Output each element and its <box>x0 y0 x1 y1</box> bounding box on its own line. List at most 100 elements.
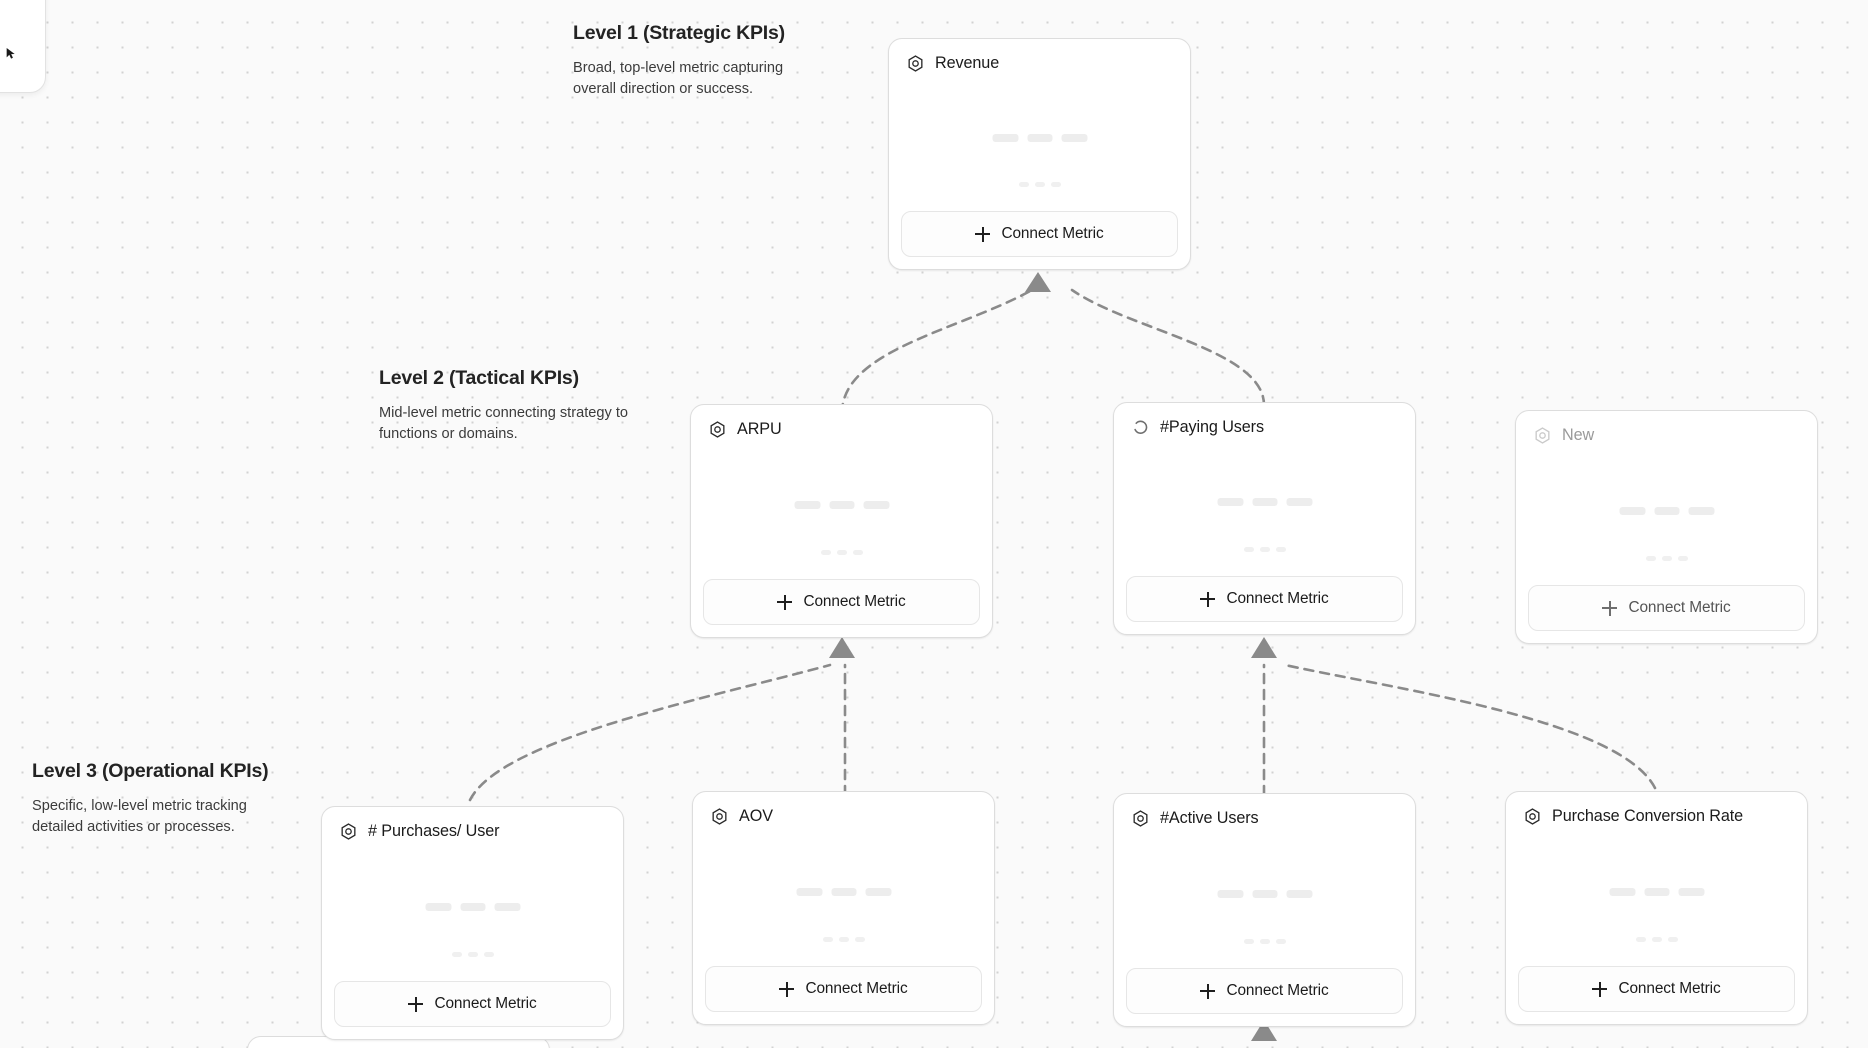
skeleton-bar <box>460 902 485 911</box>
connect-metric-button-aov[interactable]: Connect Metric <box>705 966 982 1012</box>
skeleton-dash <box>836 549 847 555</box>
connect-metric-label: Connect Metric <box>434 995 537 1012</box>
metric-card-purchase-conversion-rate[interactable]: Purchase Conversion Rate Connect Metric <box>1505 791 1808 1025</box>
level-1-label: Level 1 (Strategic KPIs) Broad, top-leve… <box>573 22 823 100</box>
skeleton-bar <box>494 902 520 911</box>
hexagon-target-icon <box>908 55 923 72</box>
skeleton-row-primary <box>794 500 889 509</box>
connect-metric-label: Connect Metric <box>1628 599 1731 616</box>
hexagon-target-icon <box>710 421 725 438</box>
plus-icon <box>777 594 793 610</box>
level-1-title: Level 1 (Strategic KPIs) <box>573 22 785 44</box>
skeleton-dash <box>1275 546 1286 552</box>
card-header-purchases-per-user: # Purchases/ User <box>322 807 623 841</box>
card-header-new: New <box>1516 411 1817 445</box>
card-body-purchase-conversion-rate <box>1506 826 1807 966</box>
skeleton-row-secondary <box>1243 546 1286 552</box>
card-body-purchases-per-user <box>322 841 623 981</box>
skeleton-bar <box>794 500 820 509</box>
skeleton-row-primary <box>425 902 520 911</box>
skeleton-bar <box>1217 498 1243 507</box>
hexagon-target-icon <box>1525 808 1540 825</box>
connect-metric-label: Connect Metric <box>803 593 906 610</box>
skeleton-dash <box>1677 555 1688 561</box>
connect-metric-label: Connect Metric <box>1226 982 1329 999</box>
metric-card-purchases-per-user[interactable]: # Purchases/ User Connect Metric <box>321 806 624 1040</box>
card-header-revenue: Revenue <box>889 39 1190 73</box>
metric-card-active-users[interactable]: #Active Users Connect Metric <box>1113 793 1416 1027</box>
level-3-label: Level 3 (Operational KPIs) Specific, low… <box>32 760 282 838</box>
connect-metric-button-paying-users[interactable]: Connect Metric <box>1126 576 1403 622</box>
cursor-pointer-icon <box>6 48 15 59</box>
connect-metric-button-arpu[interactable]: Connect Metric <box>703 579 980 625</box>
skeleton-dash <box>451 951 462 957</box>
metric-card-arpu[interactable]: ARPU Connect Metric <box>690 404 993 638</box>
level-2-title: Level 2 (Tactical KPIs) <box>379 367 579 389</box>
skeleton-dash <box>838 936 849 942</box>
skeleton-row-primary <box>796 887 891 896</box>
card-title-revenue: Revenue <box>935 54 1000 72</box>
metric-card-new[interactable]: New Connect Metric <box>1515 410 1818 644</box>
edge-purchases-arpu <box>468 663 832 802</box>
skeleton-dash <box>1259 546 1270 552</box>
plus-icon <box>1592 981 1608 997</box>
card-title-new: New <box>1562 426 1595 444</box>
plus-icon <box>975 226 991 242</box>
connect-metric-button-purchases-per-user[interactable]: Connect Metric <box>334 981 611 1027</box>
offscreen-panel-top-left[interactable] <box>0 0 46 93</box>
skeleton-dash <box>1034 182 1045 188</box>
skeleton-bar <box>1644 887 1669 896</box>
skeleton-bar <box>1252 889 1277 898</box>
skeleton-dash <box>1645 555 1656 561</box>
connect-metric-button-purchase-conversion-rate[interactable]: Connect Metric <box>1518 966 1795 1012</box>
skeleton-bar <box>831 887 856 896</box>
card-header-paying-users: #Paying Users <box>1114 403 1415 437</box>
edge-arpu-revenue <box>840 288 1034 415</box>
skeleton-dash <box>1661 555 1672 561</box>
metric-card-aov[interactable]: AOV Connect Metric <box>692 791 995 1025</box>
hexagon-target-icon <box>712 808 727 825</box>
card-header-aov: AOV <box>693 792 994 826</box>
skeleton-dash <box>1243 546 1254 552</box>
skeleton-bar <box>1609 887 1635 896</box>
skeleton-row-secondary <box>1243 938 1286 944</box>
connect-metric-label: Connect Metric <box>1001 225 1104 242</box>
hexagon-target-icon <box>341 823 356 840</box>
connect-metric-button-active-users[interactable]: Connect Metric <box>1126 968 1403 1014</box>
connect-metric-label: Connect Metric <box>805 980 908 997</box>
connect-metric-button-revenue[interactable]: Connect Metric <box>901 211 1178 257</box>
plus-icon <box>779 981 795 997</box>
hexagon-target-icon <box>1535 427 1550 444</box>
skeleton-bar <box>1027 133 1052 142</box>
skeleton-dash <box>852 549 863 555</box>
skeleton-dash <box>1018 182 1029 188</box>
level-1-description: Broad, top-level metric capturing overal… <box>573 60 784 97</box>
skeleton-bar <box>1061 133 1087 142</box>
skeleton-dash <box>1635 936 1646 942</box>
arrow-revenue <box>1025 272 1051 292</box>
card-title-active-users: #Active Users <box>1160 809 1259 827</box>
plus-icon <box>408 996 424 1012</box>
connect-metric-button-new[interactable]: Connect Metric <box>1528 585 1805 631</box>
plus-icon <box>1200 983 1216 999</box>
card-body-new <box>1516 445 1817 585</box>
edge-pcr-paying-users <box>1283 663 1657 790</box>
metric-card-revenue[interactable]: Revenue Connect Metric <box>888 38 1191 270</box>
skeleton-bar <box>1286 889 1312 898</box>
arrow-paying-users <box>1251 637 1277 658</box>
metric-card-paying-users[interactable]: #Paying Users Connect Metric <box>1113 402 1416 635</box>
skeleton-bar <box>829 500 854 509</box>
spinner-icon <box>1134 420 1148 434</box>
skeleton-dash <box>1259 938 1270 944</box>
card-header-arpu: ARPU <box>691 405 992 439</box>
skeleton-dash <box>1243 938 1254 944</box>
skeleton-row-secondary <box>1635 936 1678 942</box>
skeleton-dash <box>1050 182 1061 188</box>
skeleton-bar <box>796 887 822 896</box>
skeleton-bar <box>992 133 1018 142</box>
skeleton-dash <box>1667 936 1678 942</box>
edge-paying-users-revenue <box>1070 288 1266 407</box>
card-title-purchase-conversion-rate: Purchase Conversion Rate <box>1552 807 1744 825</box>
skeleton-bar <box>425 902 451 911</box>
